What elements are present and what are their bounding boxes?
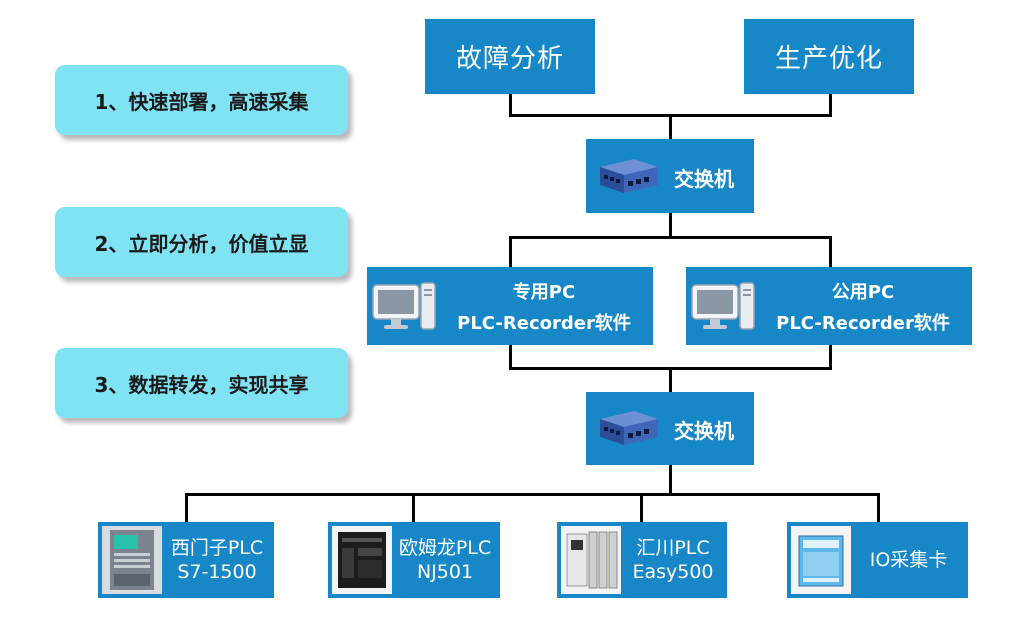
siemens-plc-name: 西门子PLC bbox=[170, 537, 264, 559]
computer-icon bbox=[691, 282, 755, 330]
computer-icon bbox=[372, 282, 436, 330]
switch-bottom-box: 交换机 bbox=[586, 392, 754, 465]
feature-label-1: 1、快速部署，高速采集 bbox=[94, 89, 309, 114]
connector-top-left-down bbox=[509, 94, 512, 116]
public-pc-subtitle: PLC-Recorder软件 bbox=[776, 313, 950, 334]
dedicated-pc-subtitle: PLC-Recorder软件 bbox=[457, 313, 631, 334]
connector-bottom-switch-down bbox=[669, 465, 672, 495]
network-switch-icon bbox=[600, 411, 658, 445]
connector-device-3 bbox=[640, 493, 643, 522]
feature-pill-3: 3、数据转发，实现共享 bbox=[55, 348, 348, 418]
connector-device-1 bbox=[185, 493, 188, 522]
connector-top-to-switch bbox=[669, 114, 672, 139]
io-card-box: IO采集卡 bbox=[787, 522, 968, 598]
feature-label-3: 3、数据转发，实现共享 bbox=[94, 372, 309, 397]
omron-plc-box: 欧姆龙PLC NJ501 bbox=[328, 522, 500, 598]
connector-pc-right-down bbox=[829, 345, 832, 369]
siemens-plc-box: 西门子PLC S7-1500 bbox=[98, 522, 274, 598]
fault-analysis-label: 故障分析 bbox=[455, 44, 564, 74]
production-optimization-label: 生产优化 bbox=[774, 44, 883, 74]
dedicated-pc-box: 专用PC PLC-Recorder软件 bbox=[367, 267, 653, 345]
inovance-plc-icon bbox=[561, 526, 621, 594]
connector-to-bottom-switch bbox=[669, 367, 672, 392]
inovance-plc-name: 汇川PLC bbox=[636, 537, 710, 559]
fault-analysis-box: 故障分析 bbox=[425, 19, 595, 94]
connector-pc-left-down bbox=[509, 345, 512, 369]
omron-plc-icon bbox=[332, 526, 392, 594]
connector-switch-to-pcs bbox=[669, 213, 672, 238]
omron-plc-name: 欧姆龙PLC bbox=[398, 537, 492, 559]
connector-pc-left-up bbox=[509, 236, 512, 267]
public-pc-title: 公用PC bbox=[831, 282, 895, 303]
omron-plc-model: NJ501 bbox=[416, 561, 474, 583]
siemens-plc-model: S7-1500 bbox=[177, 561, 257, 583]
siemens-plc-icon bbox=[102, 526, 162, 594]
feature-pill-1: 1、快速部署，高速采集 bbox=[55, 65, 348, 135]
feature-pill-2: 2、立即分析，价值立显 bbox=[55, 207, 348, 277]
switch-top-label: 交换机 bbox=[674, 167, 734, 191]
connector-top-right-down bbox=[829, 94, 832, 116]
io-card-name: IO采集卡 bbox=[869, 549, 948, 571]
io-card-icon bbox=[791, 526, 851, 594]
dedicated-pc-title: 专用PC bbox=[512, 282, 576, 303]
connector-pcs-horizontal bbox=[509, 236, 832, 239]
connector-devices-horizontal bbox=[185, 493, 879, 496]
connector-pc-right-up bbox=[829, 236, 832, 267]
network-switch-icon bbox=[600, 159, 658, 193]
switch-top-box: 交换机 bbox=[586, 139, 754, 213]
inovance-plc-model: Easy500 bbox=[632, 561, 714, 583]
connector-device-4 bbox=[877, 493, 880, 522]
public-pc-box: 公用PC PLC-Recorder软件 bbox=[686, 267, 972, 345]
inovance-plc-box: 汇川PLC Easy500 bbox=[557, 522, 727, 598]
switch-bottom-label: 交换机 bbox=[674, 419, 734, 443]
connector-device-2 bbox=[412, 493, 415, 522]
production-optimization-box: 生产优化 bbox=[744, 19, 914, 94]
feature-label-2: 2、立即分析，价值立显 bbox=[94, 231, 309, 256]
